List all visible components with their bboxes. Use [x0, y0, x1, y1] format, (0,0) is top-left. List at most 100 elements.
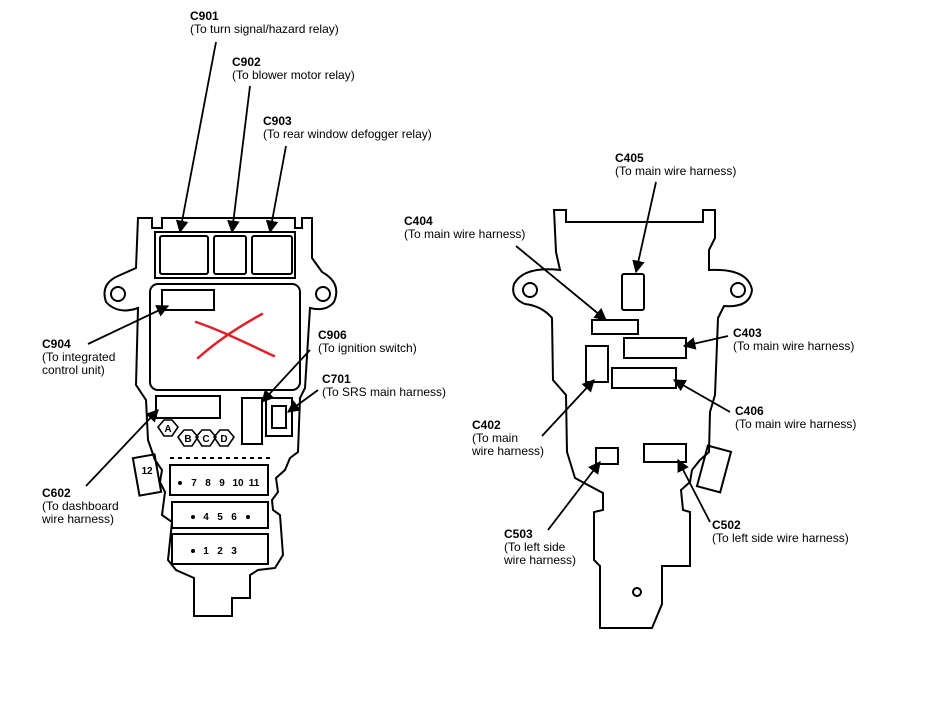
- left-mount-hole-right: [315, 286, 331, 302]
- right-mount-hole-left: [522, 282, 538, 298]
- fuse-number: 1: [203, 546, 209, 557]
- callout-code: C405: [615, 151, 644, 165]
- fuse-numbers: 7 8 9 10 11 4 5 6 1 2 3: [191, 478, 260, 557]
- callout-code: C402: [472, 418, 501, 432]
- callout-desc: (To dashboard: [42, 499, 119, 513]
- connector-c405: [621, 273, 645, 311]
- fuse-number: 5: [217, 512, 223, 523]
- callout-desc: (To main: [472, 431, 519, 445]
- fuse-number: 11: [249, 478, 260, 489]
- relay-socket-c901: [159, 235, 209, 275]
- callout-code: C902: [232, 55, 261, 69]
- callout-desc: wire harness): [42, 512, 115, 526]
- arrow-c502: [677, 458, 711, 523]
- arrow-c901: [175, 41, 217, 234]
- callout-c406: C406 (To main wire harness): [735, 405, 856, 431]
- right-bottom-hole: [632, 587, 642, 597]
- arrow-c906: [261, 349, 311, 403]
- callout-code: C903: [263, 114, 292, 128]
- left-inner-frame: [154, 231, 296, 279]
- callout-code: C901: [190, 9, 219, 23]
- callout-c503: C503 (To left side wire harness): [504, 528, 576, 567]
- callout-c403: C403 (To main wire harness): [733, 327, 854, 353]
- right-box-outline: [512, 209, 754, 629]
- arrow-c402: [541, 379, 595, 437]
- fuse-hole: [246, 515, 250, 519]
- connector-c701: [265, 397, 293, 437]
- callout-desc: (To main wire harness): [615, 164, 737, 178]
- connector-side-right: [695, 444, 733, 494]
- fuse-hole: [178, 481, 182, 485]
- callout-desc: (To left side wire harness): [712, 531, 849, 545]
- callout-desc: (To integrated: [42, 350, 116, 364]
- fuse-hole: [191, 549, 195, 553]
- fuse-row-lower: [171, 533, 269, 565]
- callout-c701: C701 (To SRS main harness): [322, 373, 446, 399]
- callout-c405: C405 (To main wire harness): [615, 152, 736, 178]
- fuse-number: 10: [232, 478, 244, 489]
- arrow-c903: [265, 145, 287, 234]
- arrow-c406: [672, 379, 731, 413]
- callout-desc: (To SRS main harness): [322, 385, 447, 399]
- connector-label-d: D: [220, 434, 227, 445]
- fuse-number: 4: [203, 512, 209, 523]
- connector-d-shape: [212, 429, 236, 447]
- side-plug-12: [131, 453, 163, 497]
- callout-desc: wire harness): [504, 553, 577, 567]
- fuse-holes: [178, 481, 250, 553]
- callout-desc: (To main wire harness): [404, 227, 526, 241]
- arrow-c904: [87, 305, 170, 345]
- fuse-number: 6: [231, 512, 237, 523]
- callout-desc: (To turn signal/hazard relay): [190, 22, 339, 36]
- side-plug-number: 12: [141, 466, 153, 477]
- arrow-c503: [547, 460, 601, 531]
- callout-desc: control unit): [42, 363, 105, 377]
- callout-desc: (To main wire harness): [735, 417, 857, 431]
- connector-c701-inner: [271, 405, 287, 429]
- callout-c602: C602 (To dashboard wire harness): [42, 487, 119, 526]
- callout-desc: (To rear window defogger relay): [263, 127, 432, 141]
- arrow-c602: [85, 409, 159, 487]
- red-cross-mark: [194, 312, 276, 360]
- fuse-number: 3: [231, 546, 237, 557]
- fuse-number: 2: [217, 546, 223, 557]
- callout-code: C503: [504, 527, 533, 541]
- connector-c906: [241, 397, 263, 445]
- callout-code: C502: [712, 518, 741, 532]
- callout-desc: wire harness): [472, 444, 545, 458]
- callout-code: C406: [735, 404, 764, 418]
- relay-socket-c902: [213, 235, 247, 275]
- arrow-c404: [515, 245, 607, 321]
- callout-c901: C901 (To turn signal/hazard relay): [190, 10, 339, 36]
- connector-c406: [611, 367, 677, 389]
- connector-c404: [591, 319, 639, 335]
- fuse-row-middle: [171, 501, 269, 529]
- connector-letters: A B C D 12: [141, 424, 227, 477]
- callout-code: C404: [404, 214, 433, 228]
- left-callout-arrows: [85, 41, 319, 487]
- callout-desc: (To blower motor relay): [232, 68, 355, 82]
- fuse-number: 7: [191, 478, 197, 489]
- connector-c-shape: [194, 429, 218, 447]
- arrow-c701: [286, 389, 319, 413]
- left-box-outline: [103, 217, 338, 617]
- relay-socket-c903: [251, 235, 293, 275]
- callout-code: C701: [322, 372, 351, 386]
- callout-c404: C404 (To main wire harness): [404, 215, 525, 241]
- arrow-c902: [227, 85, 251, 234]
- connector-c402: [585, 345, 609, 383]
- right-mount-hole-right: [730, 282, 746, 298]
- fuse-number: 9: [219, 478, 225, 489]
- connector-c904: [161, 289, 215, 311]
- connector-c403: [623, 337, 687, 359]
- callout-code: C403: [733, 326, 762, 340]
- callout-c906: C906 (To ignition switch): [318, 329, 417, 355]
- callout-c902: C902 (To blower motor relay): [232, 56, 355, 82]
- arrow-c405: [632, 181, 657, 274]
- callout-desc: (To ignition switch): [318, 341, 417, 355]
- fuse-hole: [191, 515, 195, 519]
- callout-c402: C402 (To main wire harness): [472, 419, 544, 458]
- arrow-c403: [682, 335, 729, 350]
- callout-code: C904: [42, 337, 71, 351]
